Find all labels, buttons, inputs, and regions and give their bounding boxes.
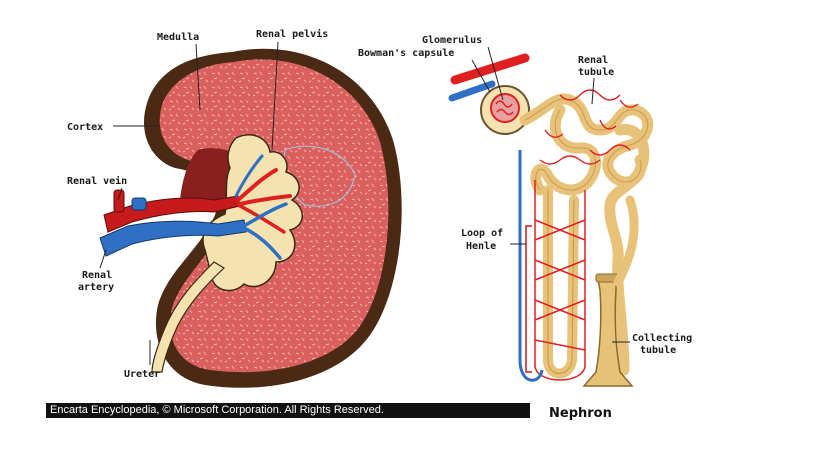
label-loop-of-henle-2: Henle [466,241,496,252]
label-ureter: Ureter [124,369,160,380]
loop-of-henle-shape [543,185,579,379]
credit-bar [46,403,530,418]
glomerulus-shape [490,93,520,123]
label-renal-pelvis: Renal pelvis [256,28,328,40]
label-renal-vein: Renal vein [67,175,127,187]
renal-vessel-branches [234,154,292,260]
artery-stub [131,197,147,211]
label-renal-artery-2: artery [78,282,114,293]
nephron [448,53,654,387]
label-collecting-tubule-1: Collecting [632,332,692,344]
ureter [151,261,225,373]
label-renal-tubule-1: Renal [578,55,608,66]
label-bowmans-capsule: Bowman's capsule [358,48,454,59]
loop-of-henle-bracket [525,225,532,373]
collecting-tubule-shape [582,279,634,387]
credit-text: Encarta Encyclopedia, © Microsoft Corpor… [50,404,384,416]
vasa-recta-vein [518,150,544,382]
vein-stub [113,189,125,213]
efferent-arteriole [448,80,496,102]
labels: Medulla Renal pelvis Cortex Renal vein R… [67,28,692,421]
label-glomerulus: Glomerulus [422,35,482,46]
tubule-capillary-network [539,89,639,165]
label-nephron: Nephron [549,406,612,421]
label-renal-tubule-2: tubule [578,67,614,78]
label-loop-of-henle-1: Loop of [461,228,503,239]
label-collecting-tubule-2: tubule [640,345,676,356]
kidney [99,48,402,388]
afferent-arteriole [450,53,530,85]
peritubular-capillaries [534,180,586,381]
label-medulla: Medulla [157,32,199,43]
label-cortex: Cortex [67,122,103,133]
renal-artery [99,219,247,257]
label-renal-artery-1: Renal [82,270,112,281]
